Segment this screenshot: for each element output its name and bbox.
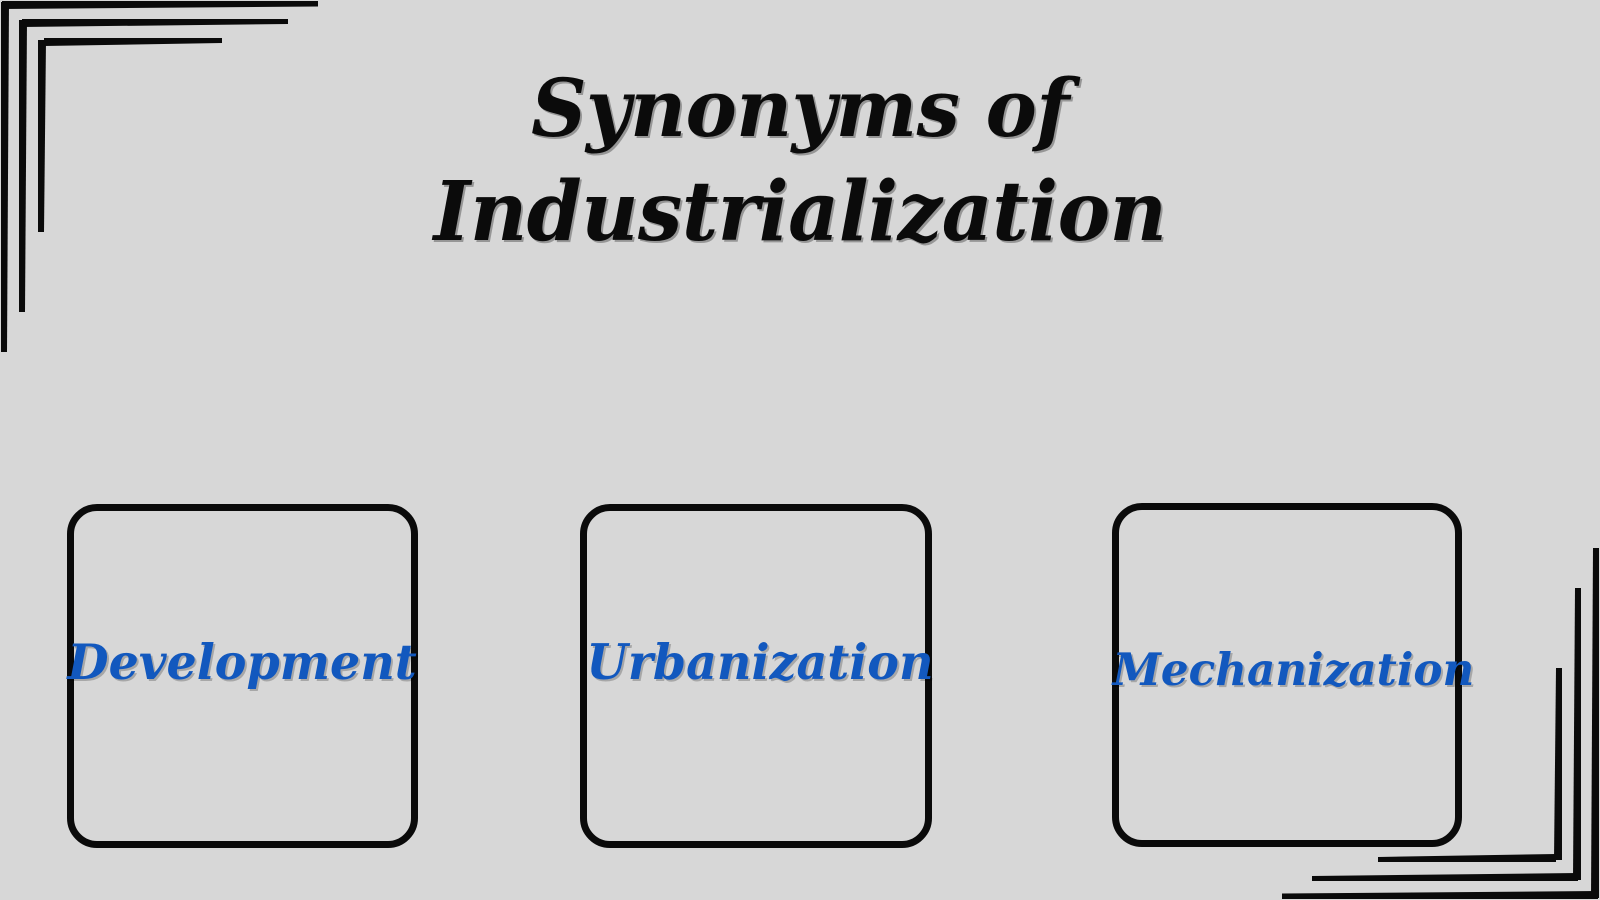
page-title-line-2: Industrialization (433, 164, 1167, 260)
synonym-card-list: Development Urbanization Mechanization (0, 503, 1600, 848)
synonym-card-label: Urbanization (586, 633, 934, 691)
synonym-card-label: Development (67, 633, 418, 691)
synonym-card-mechanization[interactable]: Mechanization (1112, 503, 1474, 847)
page-title: Synonyms of Industrialization (0, 56, 1600, 264)
synonym-card-label: Mechanization (1112, 642, 1474, 696)
page-title-line-1: Synonyms of (531, 61, 1069, 155)
synonym-card-development[interactable]: Development (67, 504, 418, 848)
synonym-card-urbanization[interactable]: Urbanization (580, 504, 934, 848)
